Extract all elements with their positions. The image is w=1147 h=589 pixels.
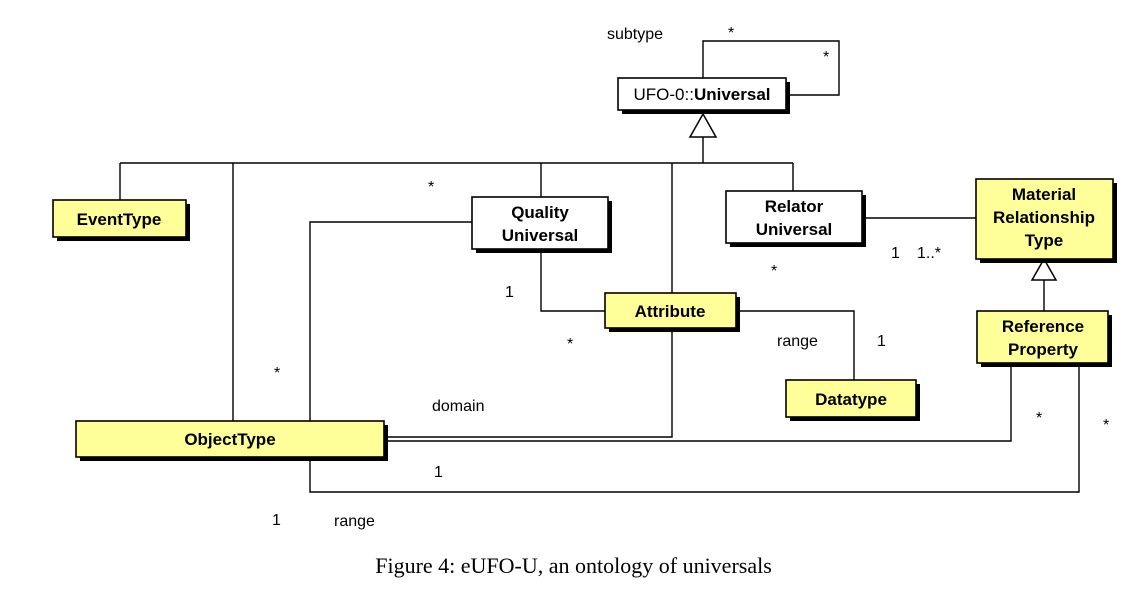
assoc-quality-objecttype (309, 221, 472, 421)
association-lines (119, 40, 1080, 493)
mult-reference-star-b: * (1103, 417, 1109, 434)
figure-caption: Figure 4: eUFO-U, an ontology of univers… (375, 553, 772, 578)
attribute-label: Attribute (635, 302, 706, 321)
class-attribute: Attribute (604, 292, 740, 332)
assoc-reference-objecttype-a (384, 363, 1012, 442)
subtype-self-association (702, 40, 840, 96)
mult-objecttype-one: 1 (434, 464, 443, 481)
mult-bottom-one: 1 (272, 512, 281, 529)
mult-relator-many: 1..* (917, 245, 941, 262)
mult-subtype-top: * (728, 25, 734, 42)
mult-datatype-one: 1 (877, 333, 886, 350)
assoc-attribute-objecttype (384, 329, 673, 438)
association-labels: subtype * * * 1 * * domain 1 1..* * rang… (272, 25, 1109, 530)
generalization-arrowhead-universal (688, 112, 718, 138)
uml-class-diagram: UFO-0::Universal EventType Quality Unive… (52, 25, 1117, 530)
class-material-relationship-type: Material Relationship Type (975, 178, 1117, 263)
reference-line2: Property (1008, 340, 1078, 359)
eventtype-label: EventType (77, 210, 162, 229)
class-relator-universal: Relator Universal (725, 190, 866, 247)
assoc-reference-objecttype-range (309, 363, 1080, 493)
label-range-bottom: range (334, 513, 375, 530)
label-domain: domain (432, 398, 484, 415)
quality-universal-line2: Universal (502, 226, 579, 245)
assoc-quality-attribute (540, 250, 605, 312)
mult-relator-one: 1 (891, 245, 900, 262)
material-line1: Material (1012, 185, 1076, 204)
mult-objecttype-star: * (274, 365, 280, 382)
class-quality-universal: Quality Universal (471, 196, 612, 253)
class-objecttype: ObjectType (75, 420, 388, 461)
class-universal: UFO-0::Universal (617, 77, 790, 114)
mult-attribute-quality-star: * (567, 336, 573, 353)
reference-line1: Reference (1002, 317, 1084, 336)
datatype-label: Datatype (815, 390, 887, 409)
label-subtype: subtype (607, 26, 663, 43)
universal-name: Universal (694, 85, 771, 104)
assoc-attribute-datatype (736, 310, 855, 380)
material-line3: Type (1025, 231, 1063, 250)
universal-prefix: UFO-0:: (634, 85, 694, 104)
mult-reference-star-a: * (1036, 410, 1042, 427)
mult-quality-star: * (428, 179, 434, 196)
quality-universal-line1: Quality (511, 203, 569, 222)
svg-text:UFO-0::Universal: UFO-0::Universal (634, 85, 771, 104)
relator-universal-line2: Universal (756, 220, 833, 239)
class-eventtype: EventType (52, 199, 190, 241)
generalization-arrowhead-material (1030, 257, 1058, 281)
mult-quality-attribute-one: 1 (505, 284, 514, 301)
label-range-attribute: range (777, 333, 818, 350)
mult-attribute-star: * (771, 263, 777, 280)
relator-universal-line1: Relator (765, 197, 824, 216)
class-datatype: Datatype (785, 379, 920, 421)
material-line2: Relationship (993, 208, 1095, 227)
class-reference-property: Reference Property (976, 310, 1112, 367)
mult-subtype-right: * (823, 49, 829, 66)
objecttype-label: ObjectType (184, 430, 275, 449)
